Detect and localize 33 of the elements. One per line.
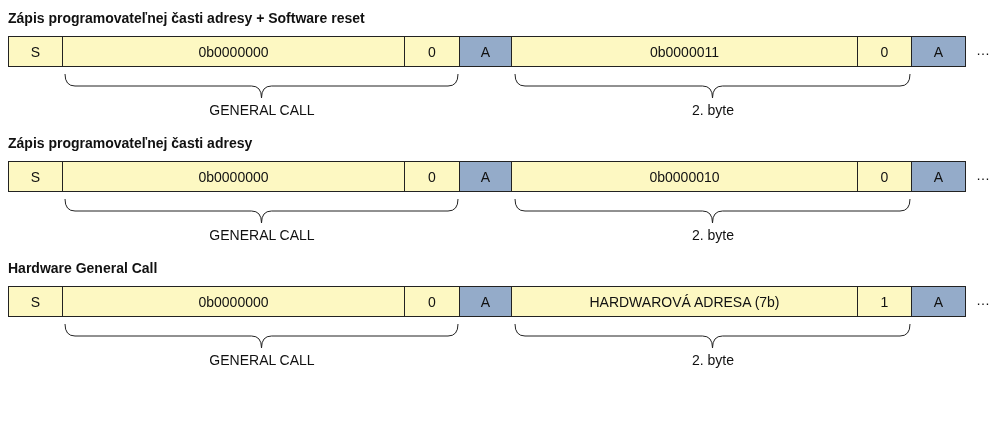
bit-field-cell: 0b0000000 xyxy=(62,161,405,192)
ack-cell: A xyxy=(911,286,966,317)
bit-field-cell: 0 xyxy=(404,286,460,317)
brace-label: GENERAL CALL xyxy=(209,227,315,243)
brace-label: GENERAL CALL xyxy=(209,102,315,118)
brace-label: 2. byte xyxy=(692,352,734,368)
section-heading: Zápis programovateľnej časti adresy xyxy=(8,135,253,151)
bit-field-cell: 0 xyxy=(404,161,460,192)
ack-cell: A xyxy=(911,161,966,192)
ack-cell: A xyxy=(459,286,512,317)
continuation-ellipsis: … xyxy=(976,292,990,308)
brace-label: 2. byte xyxy=(692,227,734,243)
bit-field-cell: S xyxy=(8,36,63,67)
continuation-ellipsis: … xyxy=(976,167,990,183)
ack-cell: A xyxy=(459,36,512,67)
bit-field-cell: S xyxy=(8,286,63,317)
bit-field-cell: 0 xyxy=(857,161,912,192)
section-heading: Zápis programovateľnej časti adresy + Software reset xyxy=(8,10,365,26)
bit-field-cell: 0b0000000 xyxy=(62,36,405,67)
ack-cell: A xyxy=(911,36,966,67)
bit-field-cell: 0b0000000 xyxy=(62,286,405,317)
bit-field-cell: 0 xyxy=(857,36,912,67)
bit-field-cell: 0b0000011 xyxy=(511,36,858,67)
ack-cell: A xyxy=(459,161,512,192)
bit-field-cell: HARDWAROVÁ ADRESA (7b) xyxy=(511,286,858,317)
section-heading: Hardware General Call xyxy=(8,260,158,276)
bit-field-cell: 0b0000010 xyxy=(511,161,858,192)
brace-label: GENERAL CALL xyxy=(209,352,315,368)
continuation-ellipsis: … xyxy=(976,42,990,58)
bit-field-cell: S xyxy=(8,161,63,192)
bit-field-cell: 1 xyxy=(857,286,912,317)
bit-field-cell: 0 xyxy=(404,36,460,67)
brace-label: 2. byte xyxy=(692,102,734,118)
